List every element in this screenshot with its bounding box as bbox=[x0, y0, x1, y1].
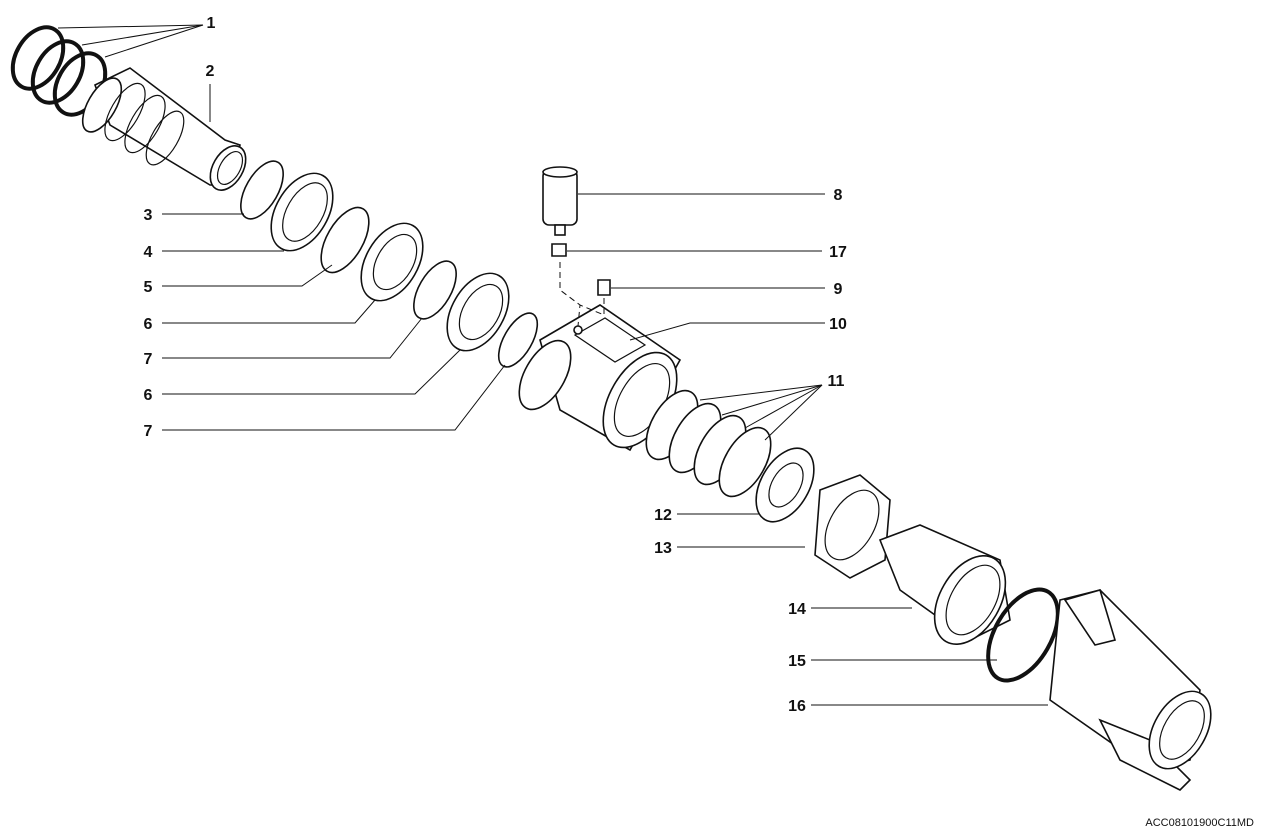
circlip-part-7b bbox=[497, 312, 539, 368]
callout-label-7: 7 bbox=[144, 351, 153, 368]
leader-line-7 bbox=[162, 364, 506, 431]
leader-line-7 bbox=[162, 317, 423, 359]
callout-label-6: 6 bbox=[144, 387, 153, 404]
circlip-part-3 bbox=[240, 160, 284, 220]
callout-label-2: 2 bbox=[206, 63, 215, 80]
callout-label-10: 10 bbox=[829, 316, 847, 333]
leader-line-11 bbox=[744, 384, 823, 429]
bearing-part-6b bbox=[446, 272, 510, 352]
figure-code: ACC08101900C11MD bbox=[1145, 817, 1254, 829]
nut-part-13 bbox=[814, 474, 891, 579]
callout-label-16: 16 bbox=[788, 698, 806, 715]
callout-label-17: 17 bbox=[829, 244, 847, 261]
leader-line-10 bbox=[629, 322, 825, 341]
camlock-part-16 bbox=[1049, 589, 1212, 791]
callout-label-7: 7 bbox=[144, 423, 153, 440]
leader-line-1 bbox=[57, 24, 204, 29]
grease-nipple-part-9 bbox=[597, 279, 611, 296]
callout-label-5: 5 bbox=[144, 279, 153, 296]
leader-line-1 bbox=[104, 24, 204, 58]
callout-label-11: 11 bbox=[828, 373, 845, 390]
seals-part-11 bbox=[645, 389, 772, 498]
callout-label-15: 15 bbox=[788, 653, 806, 670]
leader-line-6 bbox=[162, 349, 461, 395]
leader-line-11 bbox=[721, 384, 823, 416]
callout-label-8: 8 bbox=[834, 187, 843, 204]
leader-line-1 bbox=[81, 24, 204, 46]
coupling-part-14 bbox=[878, 524, 1011, 645]
parts-drawing bbox=[10, 25, 1212, 791]
adapter-part-17 bbox=[551, 243, 567, 257]
circlip-part-7a bbox=[413, 260, 457, 320]
callout-label-13: 13 bbox=[654, 540, 672, 557]
leader-line-6 bbox=[162, 299, 376, 324]
leader-line-11 bbox=[699, 384, 823, 401]
callout-label-4: 4 bbox=[144, 244, 153, 261]
circlip-part-5 bbox=[320, 206, 370, 274]
callout-label-9: 9 bbox=[834, 281, 843, 298]
bearing-part-6a bbox=[360, 222, 424, 302]
leader-line-5 bbox=[162, 264, 333, 287]
hose-tail-part-2 bbox=[81, 67, 247, 191]
o-ring-part-15 bbox=[986, 587, 1060, 683]
callout-label-3: 3 bbox=[144, 207, 153, 224]
callout-label-12: 12 bbox=[654, 507, 672, 524]
leader-line-11 bbox=[764, 384, 823, 441]
leader-lines bbox=[57, 24, 1048, 706]
seal-part-4 bbox=[270, 172, 334, 252]
callout-label-1: 1 bbox=[207, 15, 216, 32]
lubricator-part-8 bbox=[542, 166, 578, 236]
callout-label-6: 6 bbox=[144, 316, 153, 333]
washer-part-12 bbox=[755, 447, 815, 523]
callout-label-14: 14 bbox=[788, 601, 806, 618]
